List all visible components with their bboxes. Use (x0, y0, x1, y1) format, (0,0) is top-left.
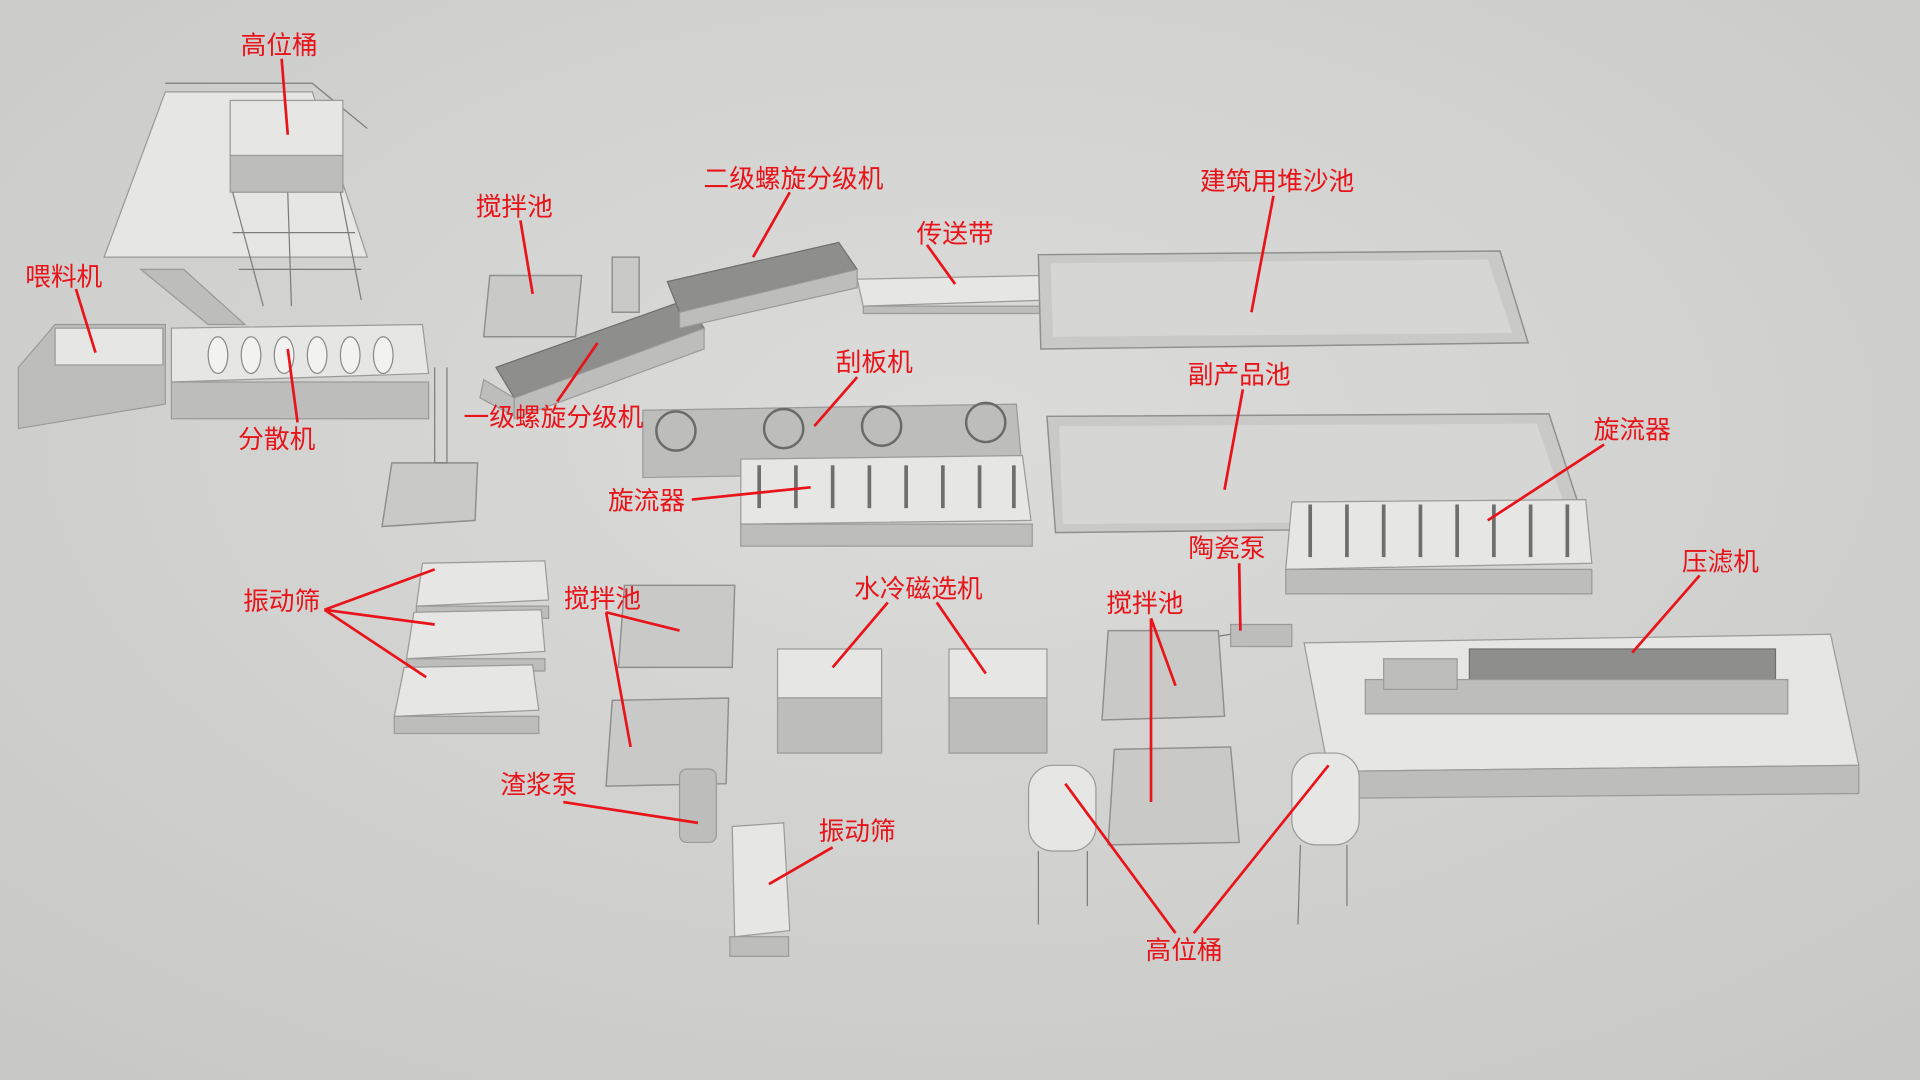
secondary-spiral-classifier (611, 241, 859, 329)
magnetic-separators (776, 648, 1048, 754)
label-mixing-tank-2: 搅拌池 (564, 584, 641, 614)
feeder (17, 323, 166, 430)
sump-pit (381, 367, 479, 528)
leader-lines (74, 58, 1701, 934)
label-filter-press: 压滤机 (1682, 548, 1759, 578)
label-head-tank-top: 高位桶 (241, 31, 318, 61)
label-byproduct-pool: 副产品池 (1188, 360, 1291, 390)
label-disperser: 分散机 (238, 425, 315, 455)
label-mixing-tank-3: 搅拌池 (1106, 589, 1183, 619)
filter-press (1364, 648, 1789, 715)
label-magnetic-separator: 水冷磁选机 (854, 575, 983, 605)
label-construction-sand-pool: 建筑用堆沙池 (1200, 167, 1354, 197)
construction-sand-pool (1037, 250, 1530, 350)
head-tanks-bottom (1027, 752, 1360, 925)
hydrocyclone-2 (1285, 498, 1593, 595)
label-scraper: 刮板机 (836, 348, 913, 378)
label-primary-spiral-classifier: 一级螺旋分级机 (464, 403, 644, 433)
label-head-tank-bottom: 高位桶 (1146, 936, 1223, 966)
mixing-tank-1 (482, 274, 583, 338)
mixing-tank-3 (1101, 629, 1240, 846)
byproduct-pool (1046, 413, 1587, 534)
label-conveyor-belt: 传送带 (917, 219, 994, 249)
label-hydrocyclone-1: 旋流器 (608, 486, 685, 516)
label-mixing-tank-1: 搅拌池 (476, 193, 553, 223)
mixing-tank-2 (605, 584, 736, 787)
vibrating-screen-2 (729, 822, 791, 957)
label-feeder: 喂料机 (25, 262, 102, 292)
disperser (170, 323, 430, 420)
label-vibrating-screen-2: 振动筛 (819, 817, 896, 847)
label-vibrating-screen-1: 振动筛 (243, 587, 320, 617)
elevated-platform (103, 82, 369, 326)
label-slurry-pump: 渣浆泵 (500, 770, 577, 800)
label-ceramic-pump: 陶瓷泵 (1188, 534, 1265, 564)
label-hydrocyclone-2: 旋流器 (1594, 415, 1671, 445)
hydrocyclone-1 (740, 454, 1033, 547)
slurry-pump (678, 768, 717, 844)
label-secondary-spiral-classifier: 二级螺旋分级机 (704, 164, 884, 194)
